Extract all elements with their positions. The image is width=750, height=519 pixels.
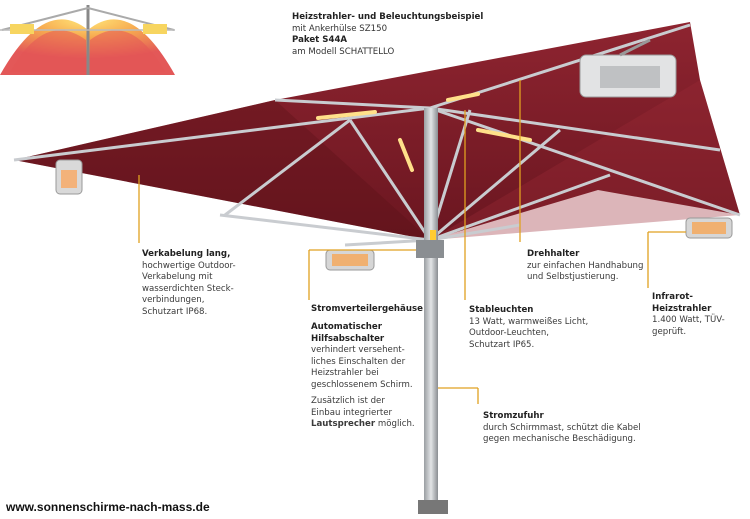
speaker-label: Lautsprecher xyxy=(311,419,376,429)
callout-line: liches Einschalten der xyxy=(311,356,406,367)
heat-diagram-thumbnail xyxy=(0,0,175,75)
callout-verkabelung: Verkabelung lang, hochwertige Outdoor- V… xyxy=(142,249,236,318)
speaker-rest: möglich. xyxy=(375,419,415,429)
callout-line: geschlossenem Schirm. xyxy=(311,379,413,390)
heater-center xyxy=(325,249,375,271)
callout-line: 1.400 Watt, TÜV-geprüft. xyxy=(652,315,725,337)
callout-infrarot: Infrarot-Heizstrahler 1.400 Watt, TÜV-ge… xyxy=(652,292,750,338)
callout-hilfsabschalter: Automatischer Hilfsabschalter verhindert… xyxy=(311,322,415,431)
callout-line: 13 Watt, warmweißes Licht, xyxy=(469,316,589,327)
callout-line: zur einfachen Handhabung xyxy=(527,260,644,271)
callout-line: Verkabelung mit xyxy=(142,272,213,282)
callout-title: Stromzufuhr xyxy=(483,411,544,421)
callout-line: verbindungen, xyxy=(142,295,205,305)
callout-line: wasserdichten Steck- xyxy=(142,283,234,294)
heater-right xyxy=(685,217,733,239)
callout-stableuchten: Stableuchten 13 Watt, warmweißes Licht, … xyxy=(469,305,588,351)
header-package: Paket S44A xyxy=(292,35,348,45)
callout-line: Einbau integrierter xyxy=(311,407,393,418)
callout-title: Stableuchten xyxy=(469,305,534,315)
callout-line: durch Schirmmast, schützt die Kabel xyxy=(483,422,641,433)
light-strips xyxy=(316,92,532,172)
callout-title: Stromverteilergehäuse xyxy=(311,304,423,314)
heater-top-right xyxy=(579,38,677,98)
callout-line: Heizstrahler bei xyxy=(311,368,379,378)
callout-line: gegen mechanische Beschädigung. xyxy=(483,434,636,444)
callout-line: Schutzart IP68. xyxy=(142,306,208,317)
callout-line: Outdoor-Leuchten, xyxy=(469,328,550,338)
heater-left xyxy=(55,159,83,195)
header-subtitle: mit Ankerhülse SZ150 xyxy=(292,23,388,34)
callout-line: Lautsprecher möglich. xyxy=(311,419,415,431)
callout-line: Schutzart IP65. xyxy=(469,339,535,350)
callout-title: Automatischer xyxy=(311,322,382,332)
callout-drehhalter: Drehhalter zur einfachen Handhabung und … xyxy=(527,249,643,284)
callout-title: Infrarot-Heizstrahler xyxy=(652,292,712,314)
callout-title: Hilfsabschalter xyxy=(311,333,385,344)
header-block: Heizstrahler- und Beleuchtungsbeispiel m… xyxy=(292,12,483,58)
callout-line: hochwertige Outdoor- xyxy=(142,260,236,271)
header-title: Heizstrahler- und Beleuchtungsbeispiel xyxy=(292,12,484,22)
callout-title: Drehhalter xyxy=(527,249,580,259)
callout-stromverteiler: Stromverteilergehäuse xyxy=(311,304,423,316)
callout-line: Zusätzlich ist der xyxy=(311,396,385,406)
umbrella-mast xyxy=(416,108,448,514)
website-url: www.sonnenschirme-nach-mass.de xyxy=(6,500,210,514)
callout-stromzufuhr: Stromzufuhr durch Schirmmast, schützt di… xyxy=(483,411,641,446)
umbrella-canopy xyxy=(14,22,740,240)
callout-line: verhindert versehent- xyxy=(311,345,405,355)
callout-lines xyxy=(138,80,686,404)
callout-line: und Selbstjustierung. xyxy=(527,272,619,282)
callout-title: Verkabelung lang, xyxy=(142,249,231,259)
header-model: am Modell SCHATTELLO xyxy=(292,46,395,57)
